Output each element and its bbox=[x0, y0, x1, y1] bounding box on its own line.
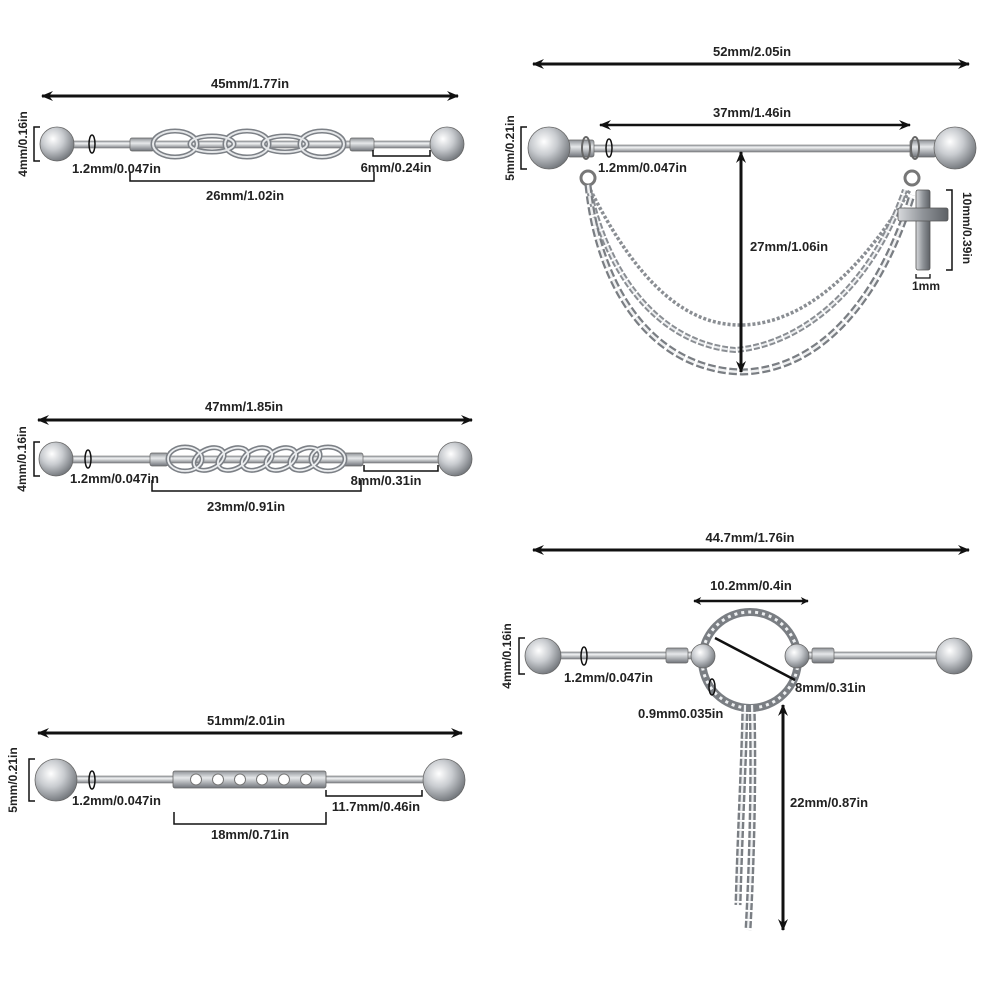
outer-chain-highlight bbox=[586, 184, 914, 374]
total-length-label: 44.7mm/1.76in bbox=[706, 530, 795, 545]
inner-length-label: 37mm/1.46in bbox=[713, 105, 791, 120]
gem-length-label: 18mm/0.71in bbox=[211, 827, 289, 842]
ball-size-bracket bbox=[520, 126, 527, 170]
barbell-chain-link: 45mm/1.77in 4mm/0.16in 1.2mm/0.047in 26m… bbox=[16, 76, 465, 203]
chain-anchor-left bbox=[579, 169, 597, 187]
gauge-marker bbox=[605, 138, 613, 158]
total-length-label: 52mm/2.05in bbox=[713, 44, 791, 59]
cuff-left bbox=[149, 452, 169, 467]
charm-height-bracket bbox=[946, 189, 953, 271]
chain-anchor-right bbox=[903, 169, 921, 187]
cross-charm bbox=[897, 189, 949, 271]
ball-left bbox=[34, 758, 78, 802]
ball-size-label: 4mm/0.16in bbox=[16, 111, 30, 176]
total-length-label: 47mm/1.85in bbox=[205, 399, 283, 414]
ball-right bbox=[437, 441, 473, 477]
drop-chain-right-highlight bbox=[746, 704, 754, 931]
end-length-bracket bbox=[363, 465, 439, 472]
chain-length-bracket bbox=[151, 480, 362, 492]
barbell-ring-drop-chain: 44.7mm/1.76in 10.2mm/0.4in 4mm/0.16in 1.… bbox=[500, 530, 973, 931]
ball-size-bracket bbox=[33, 441, 40, 477]
ball-right bbox=[422, 758, 466, 802]
end-length-label: 8mm/0.31in bbox=[351, 473, 422, 488]
ball-left bbox=[524, 637, 562, 675]
end-length-label: 6mm/0.24in bbox=[361, 160, 432, 175]
gauge-marker bbox=[580, 646, 588, 666]
cuff-left bbox=[129, 137, 155, 152]
barbell-gem-bar: 51mm/2.01in 5mm/0.21in 1.2mm/0.047in 18m… bbox=[6, 713, 466, 842]
drop-length-label: 22mm/0.87in bbox=[790, 795, 868, 810]
ball-size-label: 5mm/0.21in bbox=[503, 115, 517, 180]
chain-links-highlight bbox=[152, 130, 345, 158]
ball-size-label: 4mm/0.16in bbox=[15, 426, 29, 491]
gauge-marker bbox=[84, 449, 92, 469]
curb-chain-highlight bbox=[167, 446, 346, 472]
ball-left bbox=[39, 126, 75, 162]
jump-ring-left bbox=[581, 136, 591, 160]
chain-length-label: 26mm/1.02in bbox=[206, 188, 284, 203]
jump-ring-right bbox=[910, 136, 920, 160]
gauge-label: 1.2mm/0.047in bbox=[598, 160, 687, 175]
total-length-label: 51mm/2.01in bbox=[207, 713, 285, 728]
ring-bead-right bbox=[784, 643, 810, 669]
gauge-label: 1.2mm/0.047in bbox=[72, 161, 161, 176]
ball-size-label: 5mm/0.21in bbox=[6, 747, 20, 812]
cuff-right bbox=[811, 647, 835, 664]
ball-right bbox=[935, 637, 973, 675]
charm-thickness-label: 1mm bbox=[912, 279, 940, 293]
cuff-right bbox=[349, 137, 375, 152]
bar bbox=[59, 455, 456, 464]
cuff-left bbox=[665, 647, 689, 664]
gauge-label: 1.2mm/0.047in bbox=[564, 670, 653, 685]
middle-chain-highlight bbox=[587, 184, 906, 352]
ball-left bbox=[527, 126, 571, 170]
drop-length-label: 27mm/1.06in bbox=[750, 239, 828, 254]
end-length-label: 11.7mm/0.46in bbox=[332, 799, 420, 814]
drop-chain-left-highlight bbox=[736, 704, 747, 906]
ring-wire-marker bbox=[708, 678, 716, 696]
ball-right bbox=[933, 126, 977, 170]
gauge-marker bbox=[88, 134, 96, 154]
ball-right bbox=[429, 126, 465, 162]
charm-height-label: 10mm/0.39in bbox=[960, 192, 974, 264]
chain-length-bracket bbox=[129, 172, 375, 182]
barbell-double-chain-cross: 52mm/2.05in 37mm/1.46in 5mm/0.21in 1.2mm… bbox=[503, 44, 977, 376]
end-length-bracket bbox=[325, 790, 423, 797]
cuff-right bbox=[909, 139, 937, 158]
chain-length-label: 23mm/0.91in bbox=[207, 499, 285, 514]
charm-thickness-bracket bbox=[915, 274, 931, 279]
ball-size-bracket bbox=[33, 126, 40, 162]
ring-wire-label: 0.9mm0.035in bbox=[638, 706, 723, 721]
ball-size-bracket bbox=[518, 637, 525, 675]
ball-size-bracket bbox=[28, 758, 35, 802]
outer-chain bbox=[584, 184, 916, 376]
middle-chain bbox=[585, 184, 908, 354]
gem-length-bracket bbox=[173, 812, 327, 825]
bar bbox=[549, 144, 951, 153]
gauge-label: 1.2mm/0.047in bbox=[70, 471, 159, 486]
gauge-label: 1.2mm/0.047in bbox=[72, 793, 161, 808]
total-length-label: 45mm/1.77in bbox=[211, 76, 289, 91]
ring-diameter-label: 8mm/0.31in bbox=[795, 680, 866, 695]
barbell-curb-chain: 47mm/1.85in 4mm/0.16in 1.2mm/0.047in bbox=[15, 399, 473, 514]
gauge-marker bbox=[88, 770, 96, 790]
ball-size-label: 4mm/0.16in bbox=[500, 623, 514, 688]
ring-diameter-line bbox=[714, 636, 796, 682]
ring-bead-left bbox=[690, 643, 716, 669]
end-length-bracket bbox=[372, 150, 431, 157]
gem-stones bbox=[190, 773, 312, 786]
bar bbox=[69, 140, 446, 149]
ball-left bbox=[38, 441, 74, 477]
ring-width-label: 10.2mm/0.4in bbox=[710, 578, 792, 593]
